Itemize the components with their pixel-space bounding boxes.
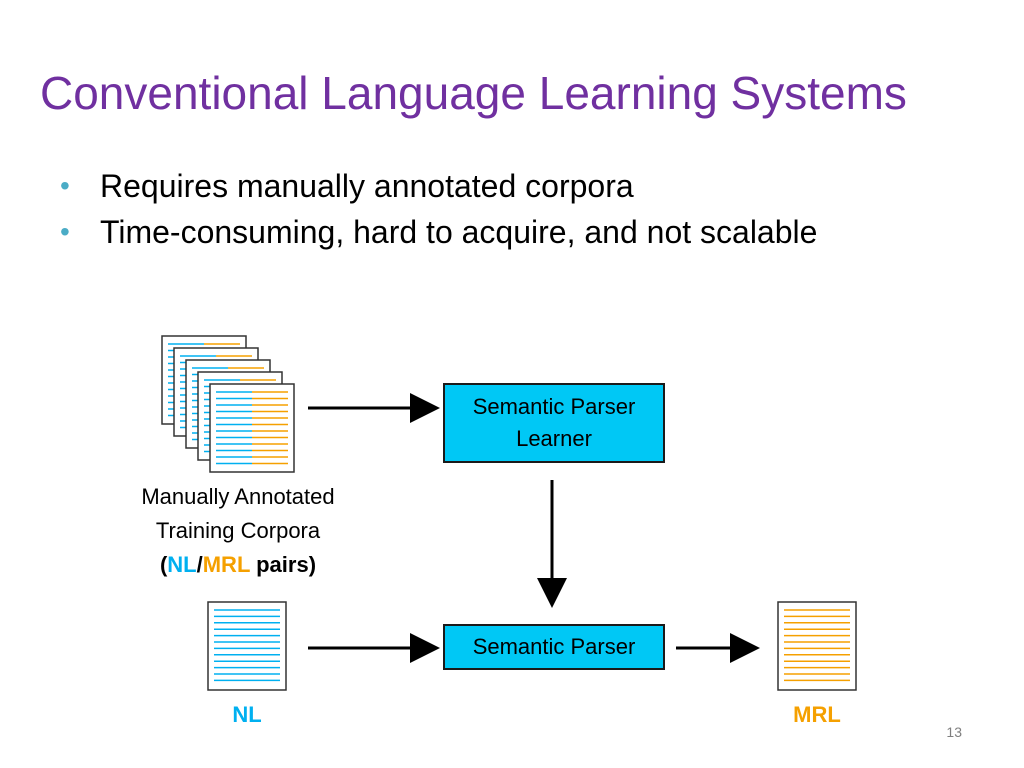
caption-mrl: MRL <box>202 552 250 577</box>
bullet-text: Requires manually annotated corpora <box>100 168 634 204</box>
caption-line-3: (NL/MRL pairs) <box>108 548 368 582</box>
corpora-stack-icon <box>161 335 295 473</box>
bullet-list: • Requires manually annotated corpora • … <box>60 166 960 258</box>
bullet-icon: • <box>60 170 70 201</box>
bullet-icon: • <box>60 216 70 247</box>
bullet-text: Time-consuming, hard to acquire, and not… <box>100 214 818 250</box>
nl-document-icon <box>207 601 287 691</box>
nl-label: NL <box>232 702 262 727</box>
caption-nl: NL <box>167 552 197 577</box>
caption-line-1: Manually Annotated <box>141 484 335 509</box>
semantic-parser-learner-box: Semantic Parser Learner <box>443 383 665 463</box>
corpora-caption: Manually Annotated Training Corpora (NL/… <box>108 480 368 582</box>
slide-title: Conventional Language Learning Systems <box>40 67 907 119</box>
slide-number: 13 <box>946 724 962 740</box>
caption-line-2: Training Corpora <box>155 518 321 543</box>
caption-pairs: pairs) <box>250 552 317 577</box>
mrl-label: MRL <box>793 702 841 727</box>
mrl-document-icon <box>777 601 857 691</box>
parser-label: Semantic Parser <box>472 634 636 659</box>
caption-open-paren: ( <box>159 552 168 577</box>
semantic-parser-box: Semantic Parser <box>443 624 665 670</box>
learner-line-2: Learner <box>516 426 592 451</box>
bullet-item: • Time-consuming, hard to acquire, and n… <box>60 212 960 252</box>
caption-slash: / <box>196 552 203 577</box>
learner-line-1: Semantic Parser <box>472 394 636 419</box>
bullet-item: • Requires manually annotated corpora <box>60 166 960 206</box>
